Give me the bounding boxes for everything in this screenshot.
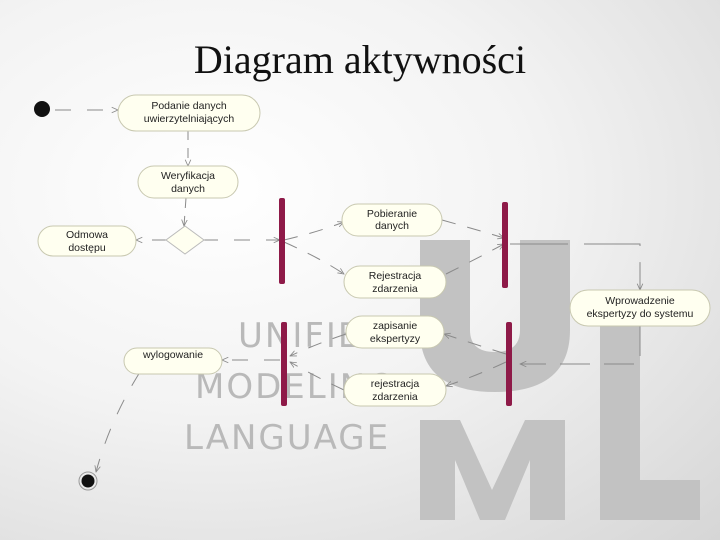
- activity-rejestracja-2: rejestracja zdarzenia: [343, 373, 447, 407]
- activity-zapisanie-line-2: ekspertyzy: [370, 333, 421, 345]
- activity-wylogowanie: wylogowanie: [123, 347, 223, 375]
- edge-zapisanie-join2: [290, 333, 347, 357]
- activity-odmowa-line-1: Odmowa: [66, 229, 108, 241]
- join-bar-2: [281, 322, 287, 406]
- activity-pobieranie-line-2: danych: [375, 220, 409, 232]
- edge-rejestracja-join: [445, 244, 504, 275]
- edge-rejestracja2-join2: [290, 362, 345, 391]
- activity-zapisanie-line-1: zapisanie: [373, 320, 418, 332]
- uml-logo-l: [600, 300, 700, 520]
- activity-zapisanie: zapisanie ekspertyzy: [345, 315, 445, 349]
- activity-weryfikacja-line-2: danych: [171, 183, 205, 195]
- slide-title: Diagram aktywności: [193, 37, 527, 82]
- edge-join-wprowadzenie: [510, 243, 640, 290]
- uml-logo-shapes: [420, 240, 700, 520]
- watermark-line-3: LANGUAGE: [184, 418, 390, 458]
- activity-pobieranie: Pobieranie danych: [341, 203, 443, 237]
- activity-podanie-line-2: uwierzytelniających: [144, 113, 235, 125]
- activity-rejestracja-2-line-1: rejestracja: [371, 378, 420, 390]
- activity-weryfikacja-line-1: Weryfikacja: [161, 170, 215, 182]
- activity-odmowa-line-2: dostępu: [68, 242, 106, 254]
- activity-pobieranie-line-1: Pobieranie: [367, 208, 417, 220]
- activity-wprowadzenie-line-2: ekspertyzy do systemu: [587, 308, 694, 320]
- final-node: [78, 471, 98, 491]
- edge-weryfikacja-decision: [184, 197, 186, 226]
- fork-bar-1: [279, 198, 285, 284]
- edge-fork2-zapisanie: [444, 334, 507, 355]
- join-bar-1: [502, 202, 508, 288]
- edge-fork-pobieranie: [283, 222, 344, 241]
- edge-fork-rejestracja: [283, 241, 344, 274]
- activity-odmowa: Odmowa dostępu: [37, 225, 137, 257]
- initial-node: [34, 101, 50, 117]
- activity-rejestracja-1-line-2: zdarzenia: [372, 283, 418, 295]
- edge-fork2-rejestracja2: [446, 361, 507, 386]
- uml-logo-u: [420, 240, 570, 392]
- decision-diamond: [165, 225, 205, 255]
- transitions: [55, 110, 640, 472]
- activity-wprowadzenie: Wprowadzenie ekspertyzy do systemu: [569, 289, 711, 327]
- activity-rejestracja-2-line-2: zdarzenia: [372, 391, 418, 403]
- activity-rejestracja-1-line-1: Rejestracja: [369, 270, 422, 282]
- activity-wylogowanie-line-1: wylogowanie: [142, 349, 203, 361]
- activity-podanie: Podanie danych uwierzytelniających: [117, 94, 261, 132]
- edge-wprowadzenie-fork2: [520, 326, 641, 364]
- edge-wylogowanie-end: [96, 371, 141, 472]
- edge-pobieranie-join: [441, 219, 504, 238]
- activity-podanie-line-1: Podanie danych: [151, 100, 226, 112]
- uml-logo-m: [420, 420, 565, 520]
- fork-bar-2: [506, 322, 512, 406]
- activity-wprowadzenie-line-1: Wprowadzenie: [605, 295, 675, 307]
- sync-bars: [279, 198, 512, 406]
- activity-weryfikacja: Weryfikacja danych: [137, 165, 239, 199]
- activity-rejestracja-1: Rejestracja zdarzenia: [343, 265, 447, 299]
